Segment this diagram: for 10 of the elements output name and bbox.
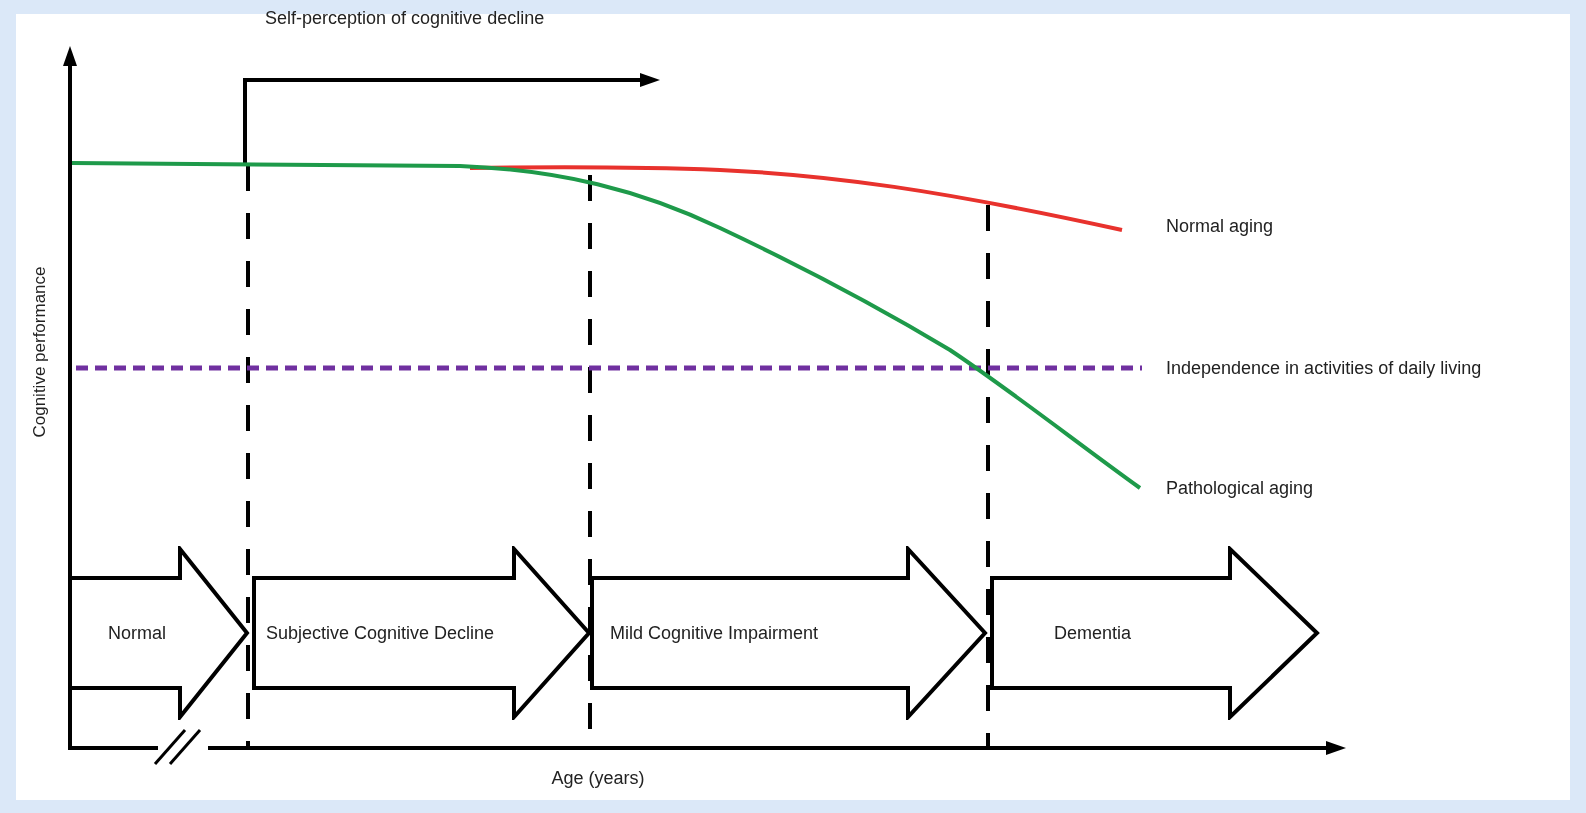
stage-label: Dementia (1054, 622, 1132, 644)
threshold-label: Independence in activities of daily living (1166, 358, 1482, 380)
curve-label: Pathological aging (1166, 478, 1314, 500)
axis-title: Age (years) (551, 768, 645, 790)
stage-label: Subjective Cognitive Decline (266, 622, 495, 644)
curve-label: Normal aging (1166, 216, 1274, 238)
stage-label: Normal (108, 622, 166, 644)
annotation-label: Self-perception of cognitive decline (265, 8, 545, 30)
stage-label: Mild Cognitive Impairment (610, 622, 819, 644)
axis-title: Cognitive performance (29, 266, 50, 438)
